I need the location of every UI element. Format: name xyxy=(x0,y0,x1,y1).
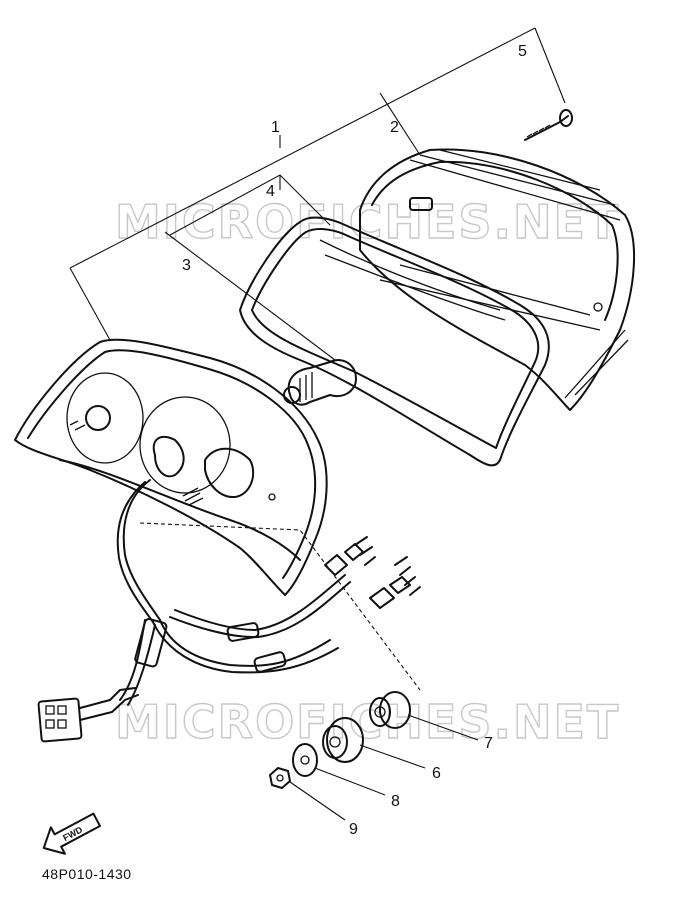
callout-3: 3 xyxy=(182,257,191,274)
wiring-harness xyxy=(116,479,421,706)
part-1-housing xyxy=(14,338,328,596)
callout-2: 2 xyxy=(390,119,399,136)
watermark-bottom: MICROFICHES.NET xyxy=(115,695,620,749)
callout-5: 5 xyxy=(518,43,527,60)
watermark-top: MICROFICHES.NET xyxy=(115,195,620,249)
part-5-screw xyxy=(524,109,573,141)
part-9-nut xyxy=(269,767,346,821)
callout-7: 7 xyxy=(484,735,493,752)
part-6-damper xyxy=(322,717,426,769)
callout-6: 6 xyxy=(432,765,441,782)
callout-9: 9 xyxy=(349,821,358,838)
forward-arrow-icon: FWD xyxy=(42,812,102,855)
part-2-lens xyxy=(359,148,636,411)
callout-4: 4 xyxy=(266,183,275,200)
part-8-washer xyxy=(292,743,386,796)
callout-8: 8 xyxy=(391,793,400,810)
assembly-bracket-1 xyxy=(69,27,566,361)
part-4-gasket xyxy=(239,216,550,467)
callout-1: 1 xyxy=(271,119,280,136)
part-7-grommet xyxy=(369,691,479,741)
harness-connector xyxy=(37,687,139,743)
diagram-code: 48P010-1430 xyxy=(42,866,132,882)
